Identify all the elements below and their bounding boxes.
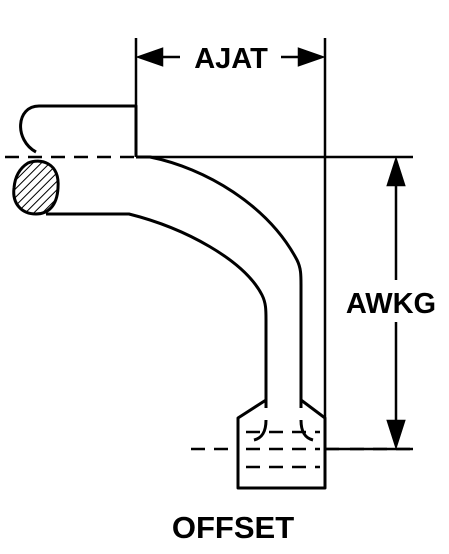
- awkg-arrow-bottom: [386, 322, 406, 451]
- ajat-arrow-right: [281, 47, 326, 67]
- awkg-label: AWKG: [346, 288, 436, 320]
- dimension-ajat: AJAT: [135, 43, 326, 75]
- center-lines: [5, 155, 413, 469]
- pipe-section-hatch: [12, 159, 60, 216]
- pipe-outline: [19, 104, 303, 408]
- dimension-awkg: AWKG: [346, 155, 436, 451]
- awkg-arrow-top: [386, 155, 406, 280]
- extension-lines: [134, 38, 413, 488]
- diagram-title: OFFSET: [172, 510, 294, 545]
- ajat-label: AJAT: [194, 43, 268, 75]
- fitting: [236, 398, 327, 490]
- ajat-arrow-left: [135, 47, 180, 67]
